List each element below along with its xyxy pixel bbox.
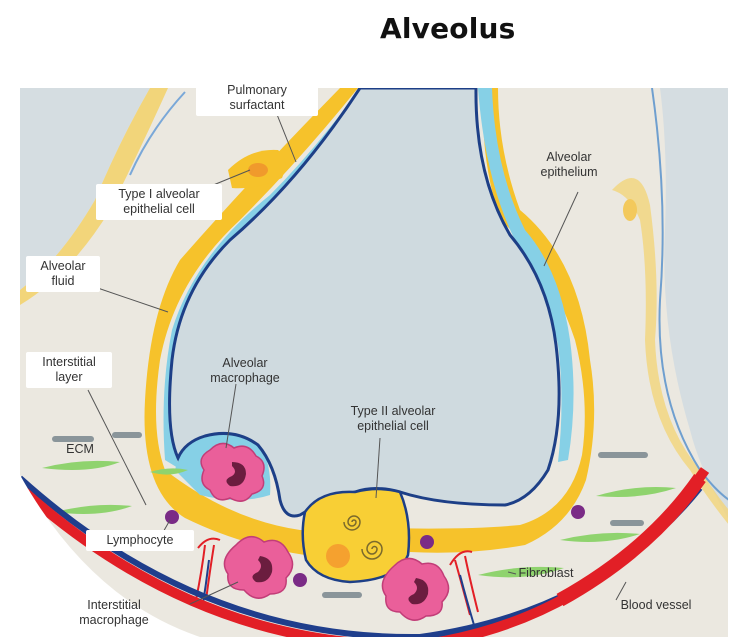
ecm-fiber-3 [598,452,648,458]
label-ecm: ECM [60,442,100,457]
label-type1-cell: Type I alveolar epithelial cell [96,184,222,220]
lymphocyte-4 [571,505,585,519]
lymphocyte-3 [420,535,434,549]
label-blood-vessel: Blood vessel [608,598,704,613]
label-interstitial-layer: Interstitial layer [26,352,112,388]
label-interstitial-macrophage: Interstitial macrophage [66,598,162,628]
ecm-fiber-4 [322,592,362,598]
type2-cell-nucleus [326,544,350,568]
label-alveolar-macrophage: Alveolar macrophage [196,356,294,386]
interstitial-macrophage-2 [382,558,448,620]
label-pulmonary-surfactant: Pulmonary surfactant [196,80,318,116]
lymphocyte-2 [293,573,307,587]
interstitial-macrophage-1 [224,537,292,599]
label-alveolar-epithelium: Alveolar epithelium [520,150,618,180]
label-lymphocyte: Lymphocyte [86,530,194,551]
label-type2-cell: Type II alveolar epithelial cell [336,404,450,434]
lymphocyte-1 [165,510,179,524]
type1-cell-nucleus [248,163,268,177]
ecm-fiber-2 [112,432,142,438]
ecm-fiber-5 [610,520,644,526]
label-fibroblast: Fibroblast [506,566,586,581]
label-alveolar-fluid: Alveolar fluid [26,256,100,292]
right-neighbour-cell-nucleus [623,199,637,221]
